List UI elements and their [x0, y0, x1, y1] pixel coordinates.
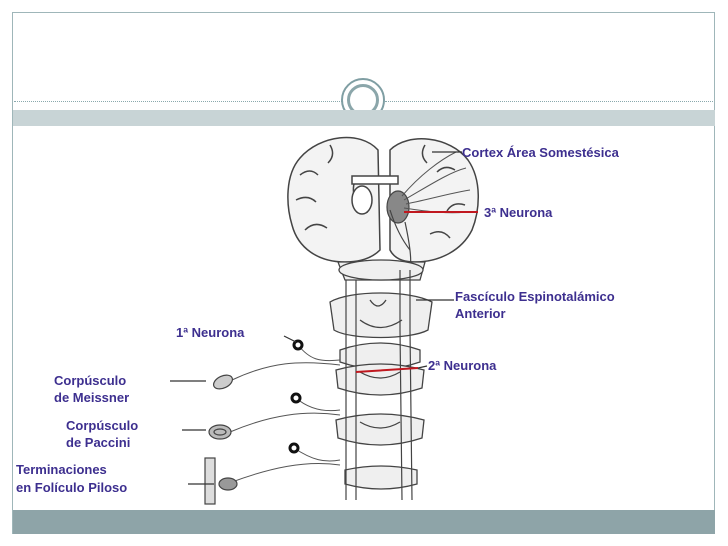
label-second-neuron: 2ª Neurona	[428, 358, 497, 373]
label-third-neuron: 3ª Neurona	[484, 205, 553, 220]
red-pathway	[355, 211, 478, 373]
label-follicle-line1: Terminaciones	[16, 462, 107, 477]
label-tract-line1: Fascículo Espinotalámico	[455, 289, 615, 304]
meissner-corpuscle-icon	[212, 374, 234, 390]
label-cortex: Cortex Área Somestésica	[462, 145, 620, 160]
leader-lines	[170, 151, 462, 485]
label-meissner-line1: Corpúsculo	[54, 373, 126, 388]
label-tract-line2: Anterior	[455, 306, 506, 321]
label-first-neuron: 1ª Neurona	[176, 325, 245, 340]
paccini-corpuscle-icon	[208, 424, 232, 440]
title-divider-left	[14, 101, 344, 102]
ascending-tract	[345, 270, 413, 501]
brain-cortex	[287, 136, 479, 263]
brainstem-section	[337, 259, 426, 281]
label-paccini-line1: Corpúsculo	[66, 418, 138, 433]
spinal-segment-3	[335, 413, 425, 446]
label-paccini-line2: de Paccini	[66, 435, 130, 450]
hair-follicle-icon	[204, 457, 238, 505]
label-follicle-line2: en Folículo Piloso	[16, 480, 127, 495]
dorsal-root-ganglia	[288, 339, 304, 454]
spinal-segment-4	[344, 465, 418, 490]
title-divider-right	[385, 101, 713, 102]
label-meissner-line2: de Meissner	[54, 390, 129, 405]
bottom-accent-band	[13, 510, 715, 534]
top-accent-band	[13, 110, 715, 126]
peripheral-nerves	[229, 344, 341, 483]
